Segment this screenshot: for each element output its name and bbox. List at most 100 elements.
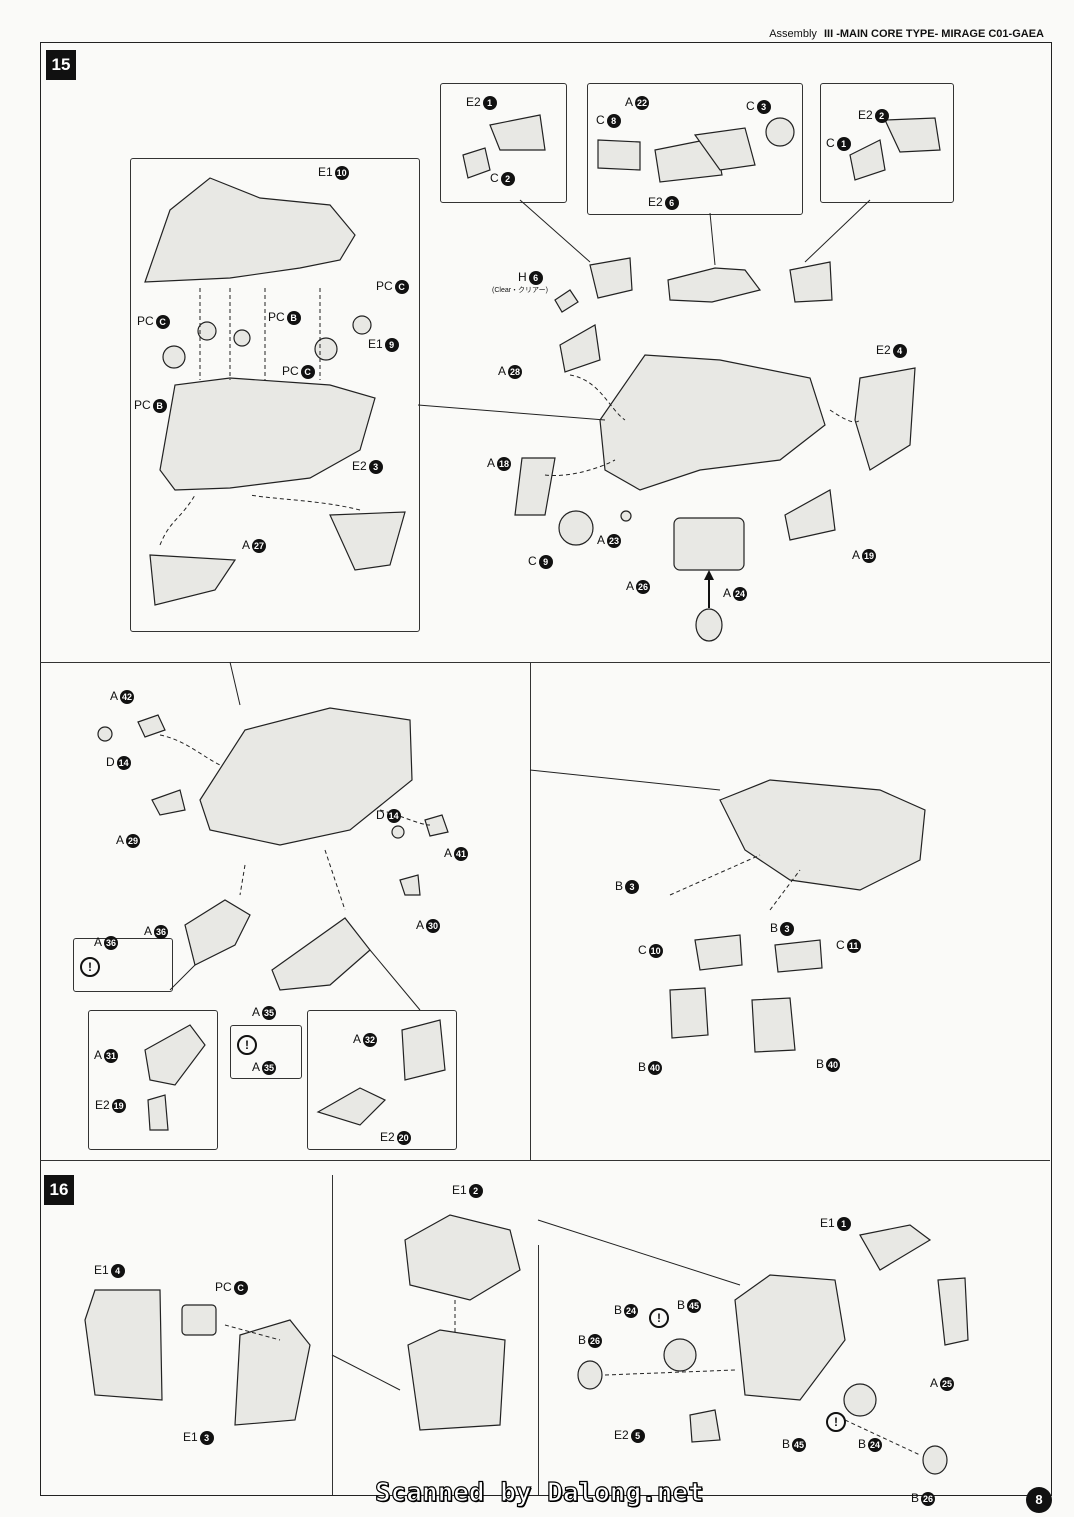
header-title: III -MAIN CORE TYPE- MIRAGE C01-GAEA bbox=[823, 28, 1044, 40]
part-main-core bbox=[599, 354, 826, 491]
part-e2-5 bbox=[689, 1409, 721, 1443]
panel-a35-note bbox=[230, 1025, 302, 1079]
part-a36 bbox=[184, 899, 251, 966]
part-core-rear bbox=[719, 779, 926, 891]
panel-a32 bbox=[307, 1010, 457, 1150]
divider-16b bbox=[538, 1245, 539, 1495]
page-number: 8 bbox=[1026, 1487, 1052, 1513]
header-lead: Assembly bbox=[769, 28, 817, 40]
panel-a31 bbox=[88, 1010, 218, 1150]
part-head-final bbox=[734, 1274, 846, 1401]
part-e2-19 bbox=[147, 1094, 169, 1131]
panel-inset-left bbox=[440, 83, 567, 203]
part-c11 bbox=[774, 939, 823, 973]
step-15-badge: 15 bbox=[46, 50, 76, 80]
scan-credit: Scanned by Dalong.net bbox=[374, 1477, 704, 1508]
part-core-assembled bbox=[199, 707, 413, 846]
part-e1-9 bbox=[159, 377, 376, 491]
part-a25 bbox=[937, 1277, 969, 1346]
step-16-badge: 16 bbox=[44, 1175, 74, 1205]
part-b26-left bbox=[577, 1360, 603, 1390]
panel-inset-right bbox=[820, 83, 954, 203]
part-e2-20 bbox=[316, 1087, 387, 1126]
part-h6 bbox=[554, 289, 579, 313]
warning-icon: ! bbox=[649, 1308, 669, 1328]
part-b26-right bbox=[922, 1445, 948, 1475]
divider-mid bbox=[530, 662, 531, 1160]
label-clear-note: (Clear・クリアー) bbox=[492, 287, 548, 294]
part-b40-left bbox=[669, 987, 709, 1039]
divider-16 bbox=[40, 1160, 1050, 1161]
panel-inset-center bbox=[587, 83, 803, 215]
part-shoulder-left bbox=[589, 257, 633, 299]
part-e2-4 bbox=[854, 367, 916, 471]
warning-icon: ! bbox=[237, 1035, 257, 1055]
panel-a36-note bbox=[73, 938, 173, 992]
part-a27 bbox=[149, 554, 237, 606]
page-frame bbox=[40, 42, 1052, 1496]
warning-icon: ! bbox=[80, 957, 100, 977]
part-a28 bbox=[559, 324, 601, 373]
part-e1-2 bbox=[404, 1214, 521, 1301]
part-e1-3 bbox=[234, 1319, 311, 1426]
part-a32 bbox=[401, 1019, 446, 1081]
part-a26 bbox=[673, 517, 745, 571]
part-e1-4 bbox=[84, 1289, 163, 1401]
part-head bbox=[667, 267, 762, 303]
part-e1-1 bbox=[859, 1224, 932, 1271]
panel-body-assembly bbox=[130, 158, 420, 632]
part-a23 bbox=[620, 510, 632, 522]
part-e2-3 bbox=[329, 511, 406, 571]
part-a31 bbox=[144, 1024, 206, 1086]
part-shoulder-right bbox=[789, 261, 833, 303]
part-c10 bbox=[694, 934, 743, 971]
part-b24-right bbox=[843, 1383, 877, 1417]
